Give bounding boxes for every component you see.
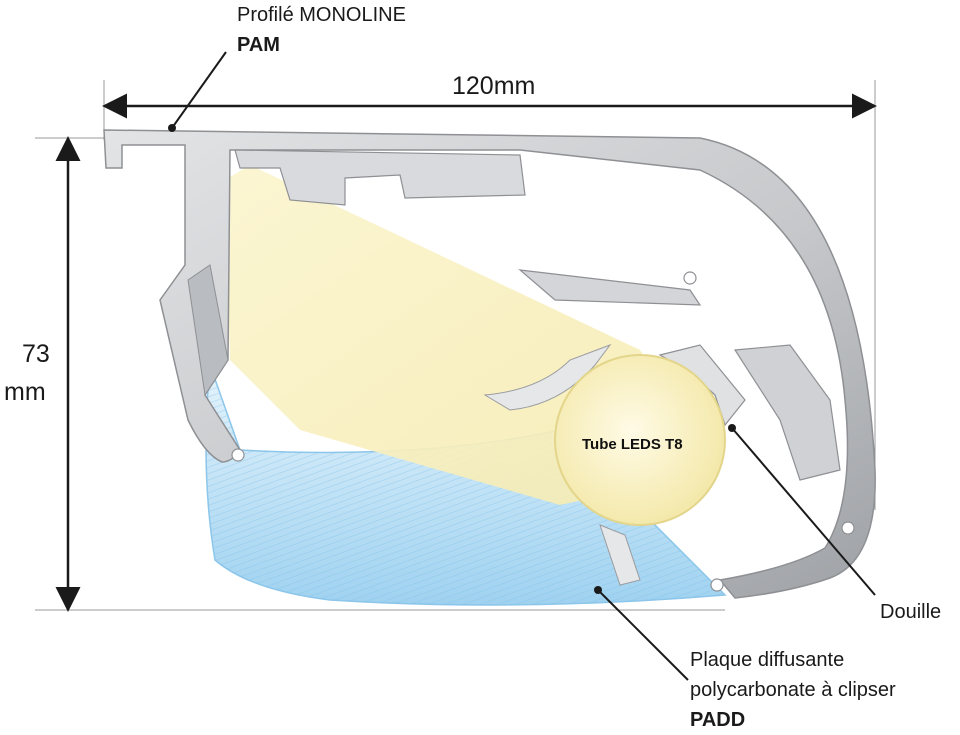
callout-dot-diffuser (594, 586, 602, 594)
clip-nub-right (710, 578, 724, 592)
tube-clip-top (483, 343, 612, 411)
aluminium-profile (103, 129, 876, 599)
socket-label: Douille (880, 601, 942, 623)
width-dimension-label: 120mm (452, 72, 536, 100)
profile-channel-mid (518, 269, 702, 306)
profile-label-line1: Profilé MONOLINE (237, 4, 406, 26)
clip-nub-left (231, 448, 245, 462)
clip-nub-lower (841, 521, 855, 535)
diffuser-label-line2: polycarbonate à clipser (690, 679, 896, 701)
height-dimension-unit: mm (4, 378, 46, 406)
profile-rib-right (733, 344, 841, 481)
profile-channel-top (234, 149, 526, 206)
clip-nub-top (683, 271, 697, 285)
diffuser-texture (206, 365, 725, 605)
callout-line-diffuser (597, 589, 689, 681)
tube-clip-bottom (599, 524, 641, 586)
callout-dot-profile (168, 124, 176, 132)
height-dimension-value: 73 (22, 340, 50, 368)
callout-dot-socket (728, 424, 736, 432)
callout-line-socket (731, 427, 876, 596)
profile-label-line2: PAM (237, 34, 280, 56)
tube-label: Tube LEDS T8 (582, 436, 683, 453)
diffuser-label-line1: Plaque diffusante (690, 649, 845, 671)
diffuser-label-line3: PADD (690, 709, 746, 731)
profile-inner-wall-left (187, 264, 229, 397)
callout-line-profile (171, 51, 227, 129)
led-tube (554, 354, 726, 526)
